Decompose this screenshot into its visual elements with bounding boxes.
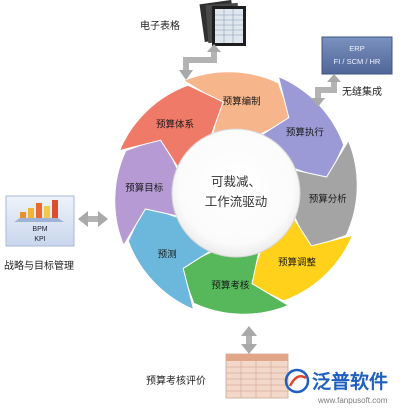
arrowhead-up-icon [327,74,341,82]
cycle-segment-label: 预算考核 [211,279,250,291]
erp-title: ERP [349,44,364,53]
brand-mark-icon [284,368,310,394]
cycle-segment-label: 预算调整 [278,256,317,268]
arrowhead-down-icon [311,98,325,107]
bpm-kpi-box: BPM KPI [5,195,75,247]
erp-caption: 无缝集成 [342,85,382,98]
connector-erp [315,78,337,100]
cycle-segment-label: 预算体系 [156,119,194,131]
cycle-segment-label: 预算分析 [309,193,348,205]
review-caption: 预算考核评价 [146,374,206,387]
connector-bpm [78,211,108,227]
brand-url: www.fanpusoft.com [317,396,388,405]
spreadsheet-icon [199,0,246,46]
cycle-segment-label: 预算编制 [223,96,261,108]
cycle-center: 可裁减、 工作流驱动 [171,128,301,258]
erp-box: ERP FI / SCM / HR [321,36,393,75]
arrowhead-up-icon [207,44,221,52]
arrowhead-down-icon [179,70,193,80]
kpi-label: KPI [34,236,45,243]
cycle-segment-label: 预算目标 [125,182,164,194]
erp-subsystems: FI / SCM / HR [334,57,381,66]
brand-logo: 泛普软件 www.fanpusoft.com [284,368,388,405]
connector-review [241,326,257,354]
review-spreadsheet-icon [225,353,289,399]
connector-spreadsheet [183,50,217,72]
cycle-segment-label: 预算执行 [286,127,325,139]
bar-chart-icon [14,200,64,222]
bpm-label: BPM [32,226,47,233]
center-line-1: 可裁减、 [211,174,261,189]
cycle-segment-label: 预测 [158,250,177,261]
brand-name: 泛普软件 [312,370,388,393]
spreadsheet-caption: 电子表格 [140,19,180,32]
strategy-caption: 战略与目标管理 [4,259,74,272]
center-line-2: 工作流驱动 [205,194,268,209]
